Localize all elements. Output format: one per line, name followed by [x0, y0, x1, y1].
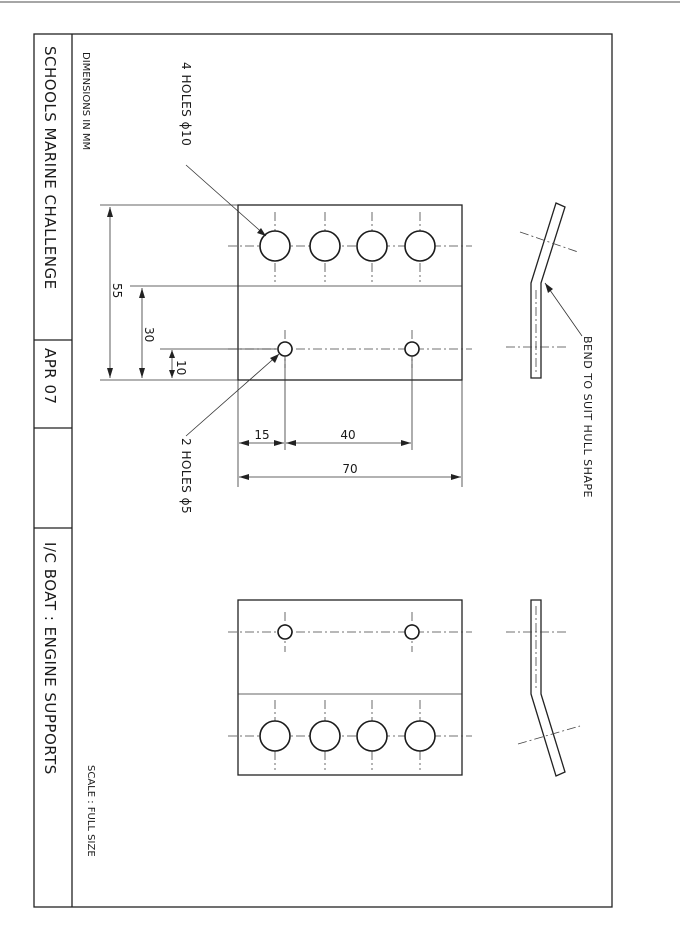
arrowhead	[270, 354, 279, 363]
dim-label-15: 15	[254, 428, 269, 442]
arrowhead	[139, 288, 145, 298]
dim-label-70: 70	[342, 462, 357, 476]
large-hole	[356, 230, 388, 262]
arrowhead	[451, 474, 461, 480]
small-hole	[404, 341, 420, 357]
profile-centerline	[517, 725, 581, 745]
small-hole	[277, 624, 293, 640]
dim-label-55: 55	[110, 283, 124, 298]
project-title: SCHOOLS MARINE CHALLENGE	[41, 46, 59, 290]
bend-leader-line	[544, 282, 583, 337]
side-profile-bottom	[506, 599, 581, 777]
arrowhead	[545, 283, 553, 293]
drawing-title: I/C BOAT : ENGINE SUPPORTS	[41, 542, 59, 775]
large-hole	[309, 230, 341, 262]
scale-note: SCALE : FULL SIZE	[85, 765, 96, 857]
bent-strip-profile	[530, 202, 566, 379]
leader-line	[185, 164, 267, 237]
plate-bottom-view	[228, 599, 472, 776]
drawing-border	[33, 33, 613, 908]
arrowhead	[239, 440, 249, 446]
arrowhead	[139, 368, 145, 378]
horizontal-dimensions: 15 40 70	[237, 356, 463, 487]
hole-callouts: 4 HOLES ϕ10 2 HOLES ϕ5	[179, 62, 280, 514]
arrowhead	[257, 228, 266, 236]
arrowhead	[169, 370, 175, 378]
leader-line	[185, 353, 280, 437]
large-hole	[259, 230, 291, 262]
vertical-dimensions: 55 30 10	[100, 204, 278, 381]
side-profile-top: BEND TO SUIT HULL SHAPE	[506, 202, 594, 498]
large-hole	[309, 720, 341, 752]
large-hole	[356, 720, 388, 752]
large-holes-callout: 4 HOLES ϕ10	[179, 62, 193, 146]
arrowhead	[274, 440, 284, 446]
profile-centerline	[519, 231, 579, 253]
arrowhead	[401, 440, 411, 446]
dim-label-10: 10	[174, 360, 188, 375]
plate-outline	[237, 599, 463, 776]
bend-callout: BEND TO SUIT HULL SHAPE	[581, 336, 594, 498]
plate-outline	[237, 204, 463, 381]
large-hole	[259, 720, 291, 752]
large-hole	[404, 720, 436, 752]
dim-label-30: 30	[142, 327, 156, 342]
small-holes-callout: 2 HOLES ϕ5	[179, 438, 193, 514]
dimensions-note: DIMENSIONS IN MM	[80, 52, 91, 150]
arrowhead	[107, 368, 113, 378]
bent-strip-profile	[530, 599, 566, 777]
arrowhead	[286, 440, 296, 446]
drawing-date: APR 07	[41, 348, 59, 405]
arrowhead	[107, 207, 113, 217]
dim-label-40: 40	[340, 428, 355, 442]
arrowhead	[169, 350, 175, 358]
small-hole	[277, 341, 293, 357]
large-hole	[404, 230, 436, 262]
plate-top-view	[228, 204, 472, 381]
small-hole	[404, 624, 420, 640]
arrowhead	[239, 474, 249, 480]
